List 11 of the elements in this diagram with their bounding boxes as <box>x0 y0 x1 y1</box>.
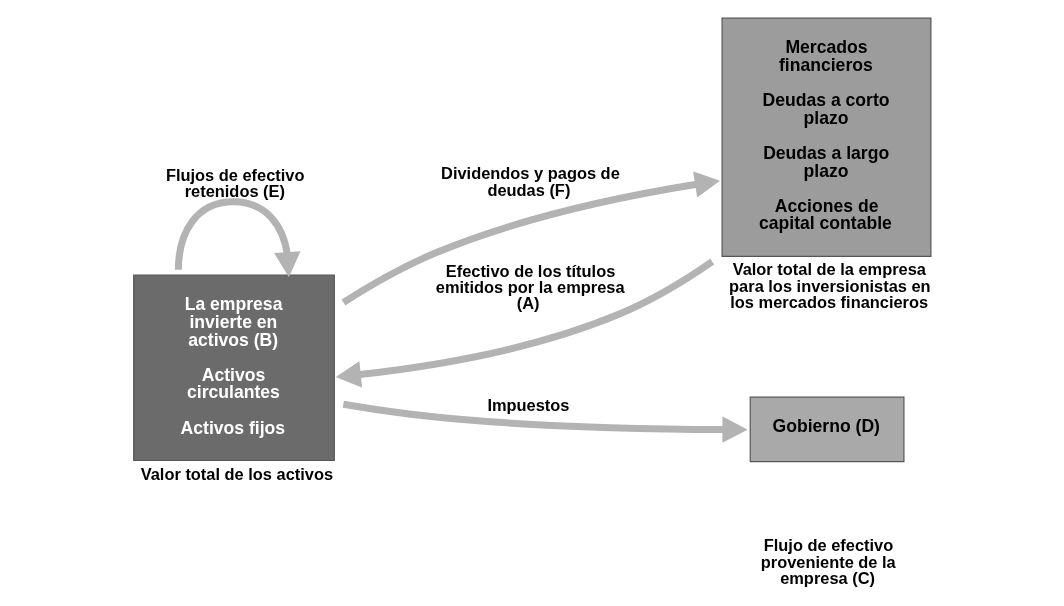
arrow <box>342 400 748 443</box>
edge-label: Efectivo de los títulos emitidos por la empresa (A) <box>435 261 625 313</box>
arrow <box>174 198 301 278</box>
edge-label: Flujos de efectivo retenidos (E) <box>165 165 305 201</box>
node-label: Valor total de la empresa para los inversionistas en los mercados financieros <box>729 260 931 312</box>
edge-label: Dividendos y pagos de deudas (F) <box>441 164 620 199</box>
node-label: Valor total de los activos <box>140 464 334 483</box>
label: Flujo de efectivo proveniente de la empresa (C) <box>760 536 896 587</box>
edge-label: Impuestos <box>487 396 570 415</box>
arrow <box>335 258 715 388</box>
arrow <box>341 171 721 306</box>
